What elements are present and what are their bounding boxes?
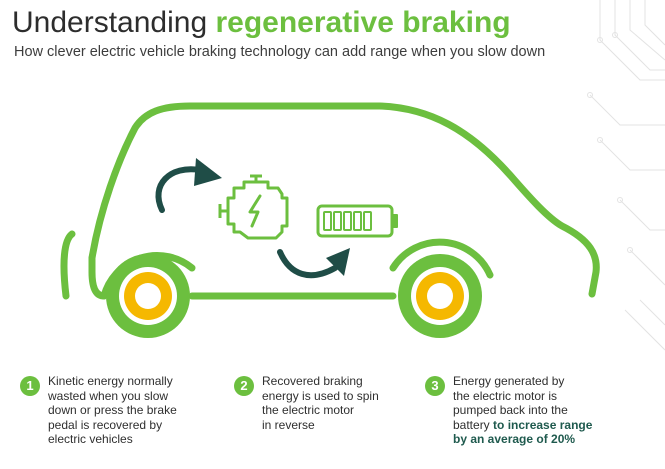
step-line: pedal is recovered by	[48, 417, 163, 432]
front-wheel-icon	[398, 254, 482, 338]
engine-icon	[218, 174, 289, 240]
step-number-badge: 2	[234, 376, 254, 396]
step-text: Energy generated by the electric motor i…	[453, 374, 592, 447]
car-body-outline	[88, 102, 600, 298]
step-line: down or press the brake	[48, 403, 177, 417]
step-line: Recovered braking	[262, 374, 363, 388]
step-1: 1 Kinetic energy normally wasted when yo…	[20, 374, 220, 447]
step-number-badge: 1	[20, 376, 40, 396]
step-line: by an average of 20%	[453, 432, 592, 447]
page-subtitle: How clever electric vehicle braking tech…	[14, 44, 546, 60]
step-line: battery to increase range	[453, 418, 592, 433]
step-line: wasted when you slow	[48, 388, 169, 403]
rear-wheel-icon	[106, 254, 190, 338]
curved-arrow-icon	[277, 248, 350, 279]
step-line-emphasis: to increase range	[493, 417, 593, 432]
step-line-prefix: battery	[453, 417, 494, 432]
step-number-badge: 3	[425, 376, 445, 396]
step-line: pumped back into the	[453, 403, 568, 417]
front-wheel-arch	[389, 238, 494, 279]
step-line: energy is used to spin	[262, 388, 379, 403]
page-title: Understanding regenerative braking	[12, 4, 511, 42]
step-line-emphasis: by an average of 20%	[453, 432, 576, 446]
step-text: Kinetic energy normally wasted when you …	[48, 374, 177, 447]
step-text: Recovered braking energy is used to spin…	[262, 374, 379, 432]
step-line: the electric motor is	[453, 388, 558, 403]
step-line: Kinetic energy normally	[48, 374, 173, 388]
step-line: Energy generated by	[453, 374, 565, 388]
step-line: electric vehicles	[48, 432, 133, 446]
battery-icon	[316, 204, 398, 238]
curved-arrow-icon	[155, 158, 222, 213]
step-line: in reverse	[262, 417, 315, 432]
step-3: 3 Energy generated by the electric motor…	[425, 374, 625, 447]
car-body-rear-short	[60, 230, 76, 300]
title-highlight: regenerative braking	[215, 6, 511, 39]
title-plain: Understanding	[12, 6, 216, 39]
step-2: 2 Recovered braking energy is used to sp…	[234, 374, 404, 432]
step-line: the electric motor	[262, 403, 355, 417]
